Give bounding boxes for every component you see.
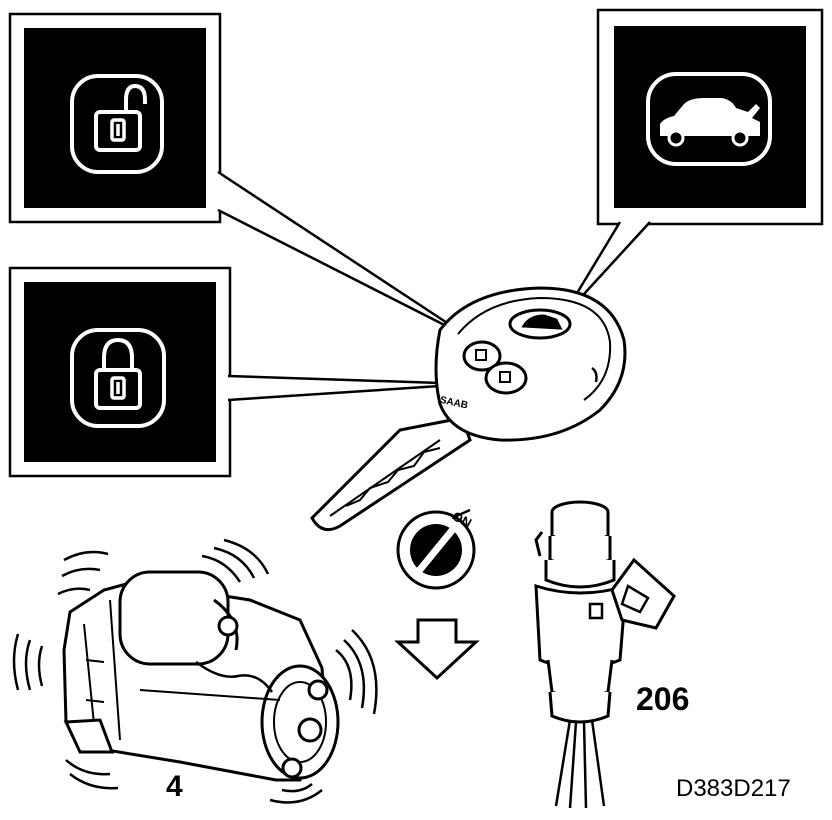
key-unlock-button (462, 340, 502, 372)
lock-icon (94, 337, 142, 410)
key-lock-button (484, 361, 528, 395)
vibration-marks (12, 538, 378, 804)
unlock-panel (8, 12, 222, 224)
starter-number-label: 4 (166, 770, 183, 803)
injector-number-label: 206 (636, 681, 689, 717)
starter-motor (62, 570, 340, 782)
fuel-injector (534, 500, 676, 809)
lock-panel (8, 266, 232, 478)
figure-code-label: D383D217 (676, 775, 791, 802)
unlock-icon (94, 83, 147, 152)
key-fob: SAAB (310, 286, 627, 532)
ignition-switch: ON (396, 508, 476, 590)
trunk-open-icon (660, 98, 760, 147)
down-arrow-icon (394, 618, 480, 681)
trunk-panel (596, 8, 824, 226)
spray-lines (554, 719, 606, 809)
